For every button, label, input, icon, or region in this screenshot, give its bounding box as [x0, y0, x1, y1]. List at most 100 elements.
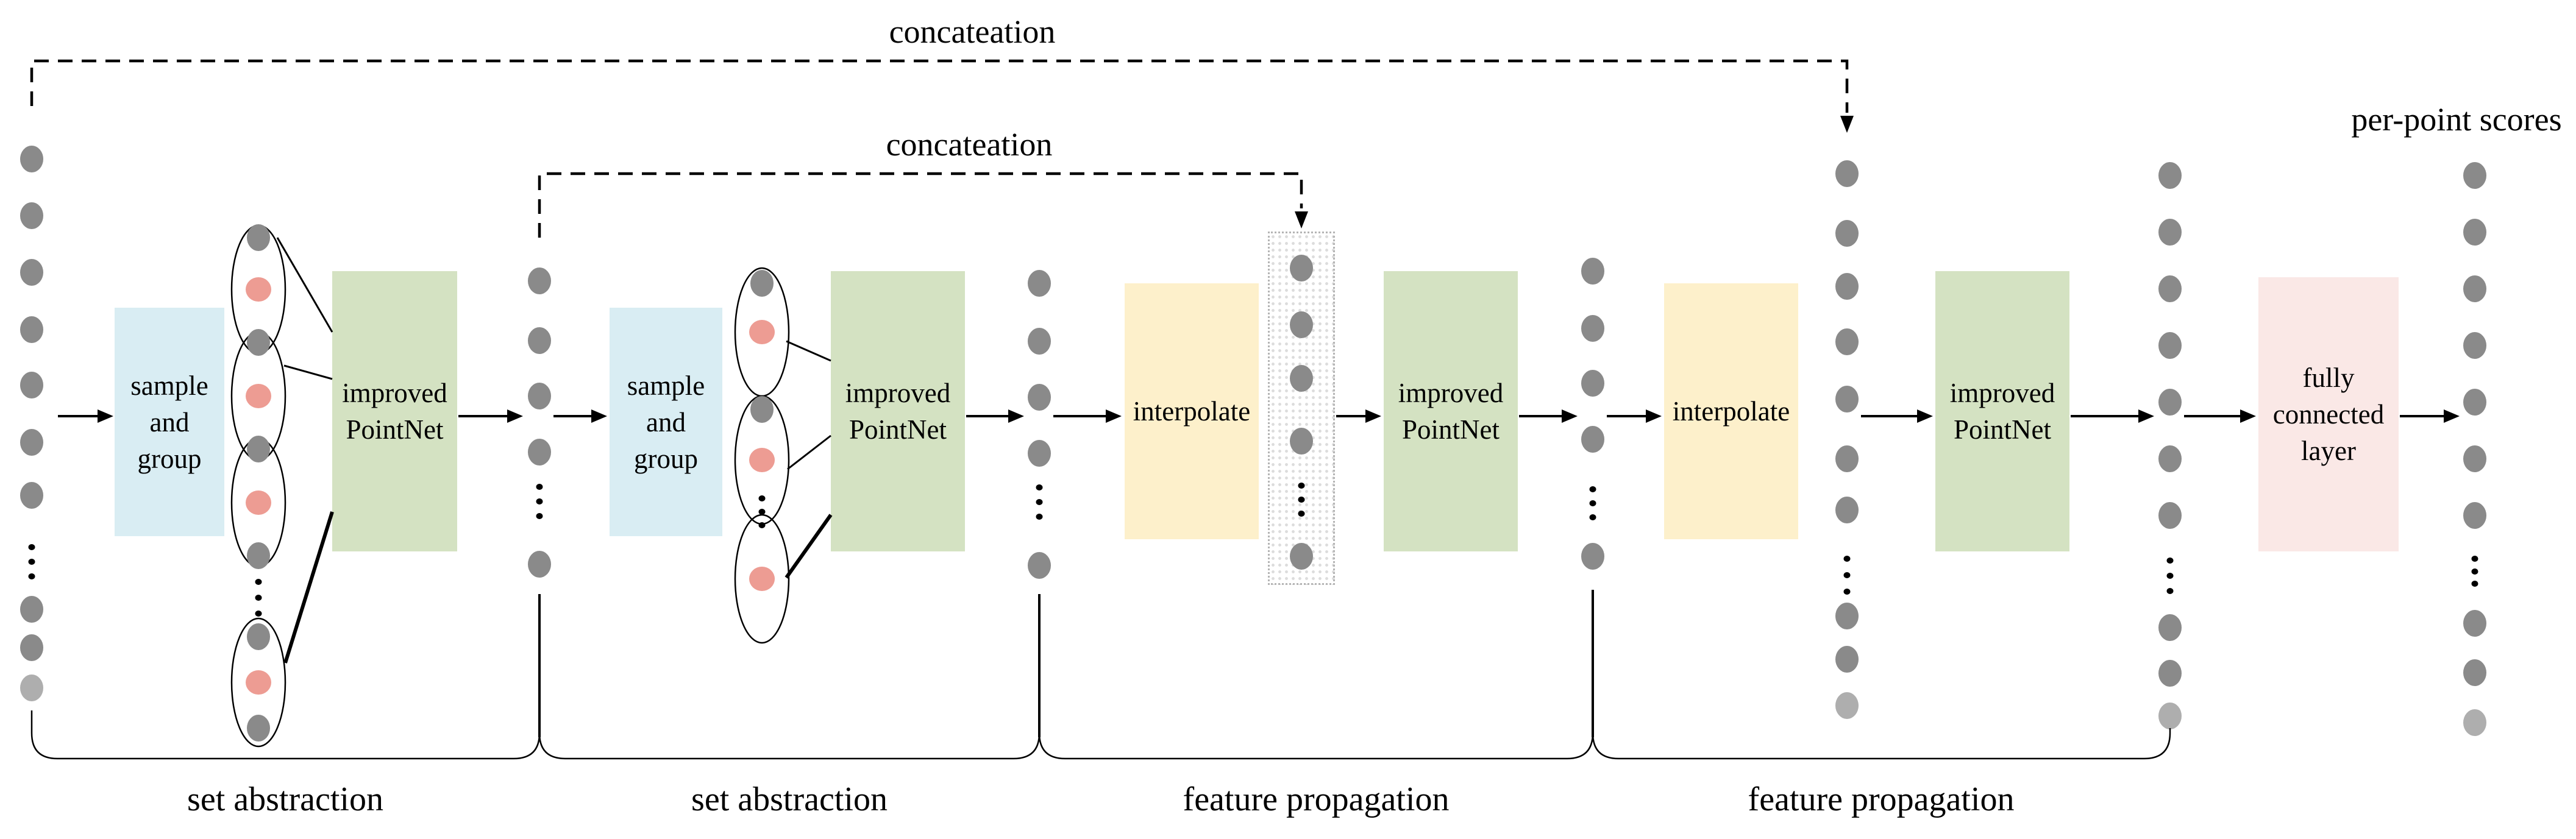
point-dot [20, 146, 43, 172]
point-dot [2463, 219, 2486, 246]
point-dot [1581, 543, 1604, 570]
improved-pointnet-box-2-label: improved PointNet [845, 378, 951, 445]
arrow-pointnet3-to-points-head [1562, 409, 1578, 423]
point-dot [20, 482, 43, 509]
ellipsis-dot [758, 495, 766, 501]
ellipsis-dot [2166, 573, 2174, 579]
concatenation-skip-link-2 [538, 172, 1303, 238]
point-dot [1835, 646, 1859, 673]
point-dot [2158, 614, 2182, 641]
sample-group-box-1: sample and group [115, 308, 224, 536]
ellipsis-dot [2471, 581, 2478, 587]
centroid-dot [246, 490, 271, 515]
point-dot [1290, 428, 1313, 455]
point-dot [2158, 332, 2182, 359]
point-dot [1835, 497, 1859, 523]
set-abstraction-label-1: set abstraction [187, 781, 383, 818]
centroid-dot [749, 320, 775, 344]
point-dot [20, 202, 43, 229]
arrow-points-to-interpolate1-head [1106, 409, 1122, 423]
point-dot [247, 715, 270, 742]
improved-pointnet-box-4-label: improved PointNet [1949, 378, 2055, 445]
improved-pointnet-box-4: improved PointNet [1935, 271, 2069, 551]
group-to-pointnet-line [786, 340, 831, 362]
arrow-fc-to-scores-head [2444, 409, 2460, 423]
point-dot [528, 327, 551, 354]
concatenation-label-1: concateation [889, 13, 1056, 50]
point-dot [247, 329, 270, 356]
arrow-points-to-fc-head [2240, 409, 2256, 423]
group-ellipse [230, 617, 286, 748]
ellipsis-dot [1589, 486, 1596, 492]
interpolate-box-2-label: interpolate [1672, 396, 1790, 427]
group-to-pointnet-line [785, 514, 833, 579]
point-dot [2463, 709, 2486, 736]
feature-propagation-label-2: feature propagation [1748, 781, 2015, 818]
ellipsis-dot [28, 573, 35, 579]
point-dot [2463, 332, 2486, 359]
point-dot [2158, 660, 2182, 687]
ellipsis-dot [28, 544, 35, 550]
concatenation-label-2: concateation [886, 126, 1053, 163]
ellipsis-dot [1036, 484, 1043, 490]
point-dot [1581, 426, 1604, 453]
per-point-scores-label: per-point scores [2351, 101, 2562, 138]
sample-group-box-2-label: sample and group [627, 370, 705, 474]
point-dot [247, 436, 270, 462]
centroid-dot [749, 567, 775, 591]
arrow-pointnet2-to-points-head [1008, 409, 1024, 423]
brace-set-abstraction-2 [538, 732, 1041, 760]
point-dot [750, 270, 774, 297]
ellipsis-dot [1589, 514, 1596, 520]
point-dot [528, 267, 551, 294]
point-dot [2463, 502, 2486, 529]
point-dot [1290, 543, 1313, 570]
arrow-points-to-pointnet4-head [1917, 409, 1933, 423]
point-dot [2158, 275, 2182, 302]
ellipsis-dot [28, 559, 35, 565]
interpolate-box-1: interpolate [1125, 283, 1259, 539]
point-dot [1290, 311, 1313, 338]
improved-pointnet-box-1-label: improved PointNet [342, 378, 447, 445]
group-to-pointnet-line [283, 511, 334, 664]
point-dot [1835, 273, 1859, 300]
point-dot [2158, 445, 2182, 472]
ellipsis-dot [1843, 589, 1851, 595]
point-dot [528, 439, 551, 466]
point-dot [247, 542, 270, 569]
point-dot [2158, 219, 2182, 246]
ellipsis-dot [255, 595, 262, 601]
point-dot [1581, 258, 1604, 285]
point-dot [1835, 692, 1859, 719]
point-dot [247, 623, 270, 650]
concatenation-skip-link-1 [30, 59, 1849, 113]
point-dot [2158, 703, 2182, 729]
point-dot [528, 551, 551, 578]
ellipsis-dot [1843, 572, 1851, 578]
point-dot [2158, 162, 2182, 189]
point-dot [750, 396, 774, 423]
ellipsis-dot [1843, 556, 1851, 562]
ellipsis-dot [2166, 558, 2174, 564]
arrow-input-to-sample1-head [98, 409, 113, 423]
point-dot [1028, 552, 1051, 579]
ellipsis-dot [2471, 556, 2478, 562]
ellipsis-dot [536, 498, 543, 504]
arrow-points-to-sample2-head [591, 409, 607, 423]
brace-feature-propagation-1 [1038, 732, 1594, 760]
centroid-dot [246, 670, 271, 695]
ellipsis-dot [1589, 500, 1596, 506]
arrow-pointnet1-to-points-head [507, 409, 523, 423]
point-dot [1581, 370, 1604, 397]
ellipsis-dot [1298, 483, 1305, 489]
sample-group-box-2: sample and group [610, 308, 722, 536]
point-dot [1835, 603, 1859, 629]
centroid-dot [246, 384, 271, 408]
ellipsis-dot [1036, 514, 1043, 520]
ellipsis-dot [2166, 588, 2174, 594]
fully-connected-box-label: fully connected layer [2272, 363, 2385, 466]
interpolate-box-2: interpolate [1664, 283, 1798, 539]
interpolate-box-1-label: interpolate [1133, 396, 1251, 427]
ellipsis-dot [2471, 568, 2478, 575]
